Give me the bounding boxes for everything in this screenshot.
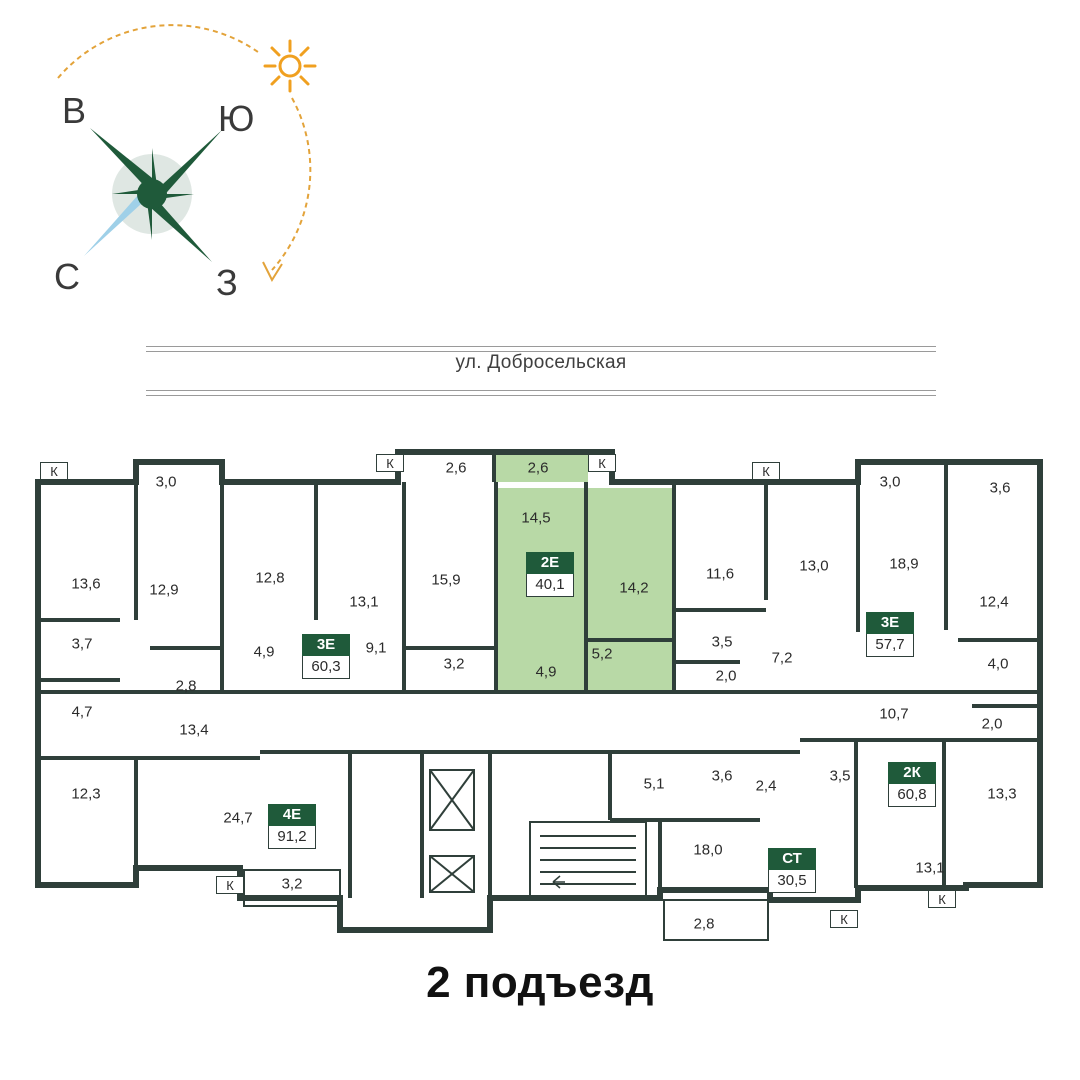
room-area: 13,1: [915, 859, 945, 877]
storage-label-4: К: [752, 462, 780, 480]
street-line-top-1: [146, 346, 936, 347]
room-area: 12,8: [255, 569, 285, 587]
room-area: 13,3: [987, 785, 1017, 803]
room-area: 13,0: [799, 557, 829, 575]
apartment-area: 60,3: [302, 656, 350, 679]
room-area: 3,5: [829, 767, 851, 785]
apartment-type: СТ: [768, 848, 816, 870]
room-area: 11,6: [705, 565, 735, 583]
arc-arrow-icon: [262, 261, 283, 283]
room-area: 4,9: [253, 643, 275, 661]
compass-south-label: Ю: [218, 98, 255, 139]
apartment-badge-selected[interactable]: 2Е 40,1: [526, 552, 574, 597]
floor-plan: К К К К К К К 3,0 13,6 12,9 12,8 13,1 15…: [0, 440, 1080, 960]
compass-rose: В Ю С З: [0, 0, 340, 320]
compass-graphic: [57, 24, 317, 283]
apartment-badge[interactable]: СТ 30,5: [768, 848, 816, 893]
room-area: 2,8: [175, 677, 197, 695]
room-area: 2,0: [715, 667, 737, 685]
room-area: 3,5: [711, 633, 733, 651]
room-area: 7,2: [771, 649, 793, 667]
room-area: 4,9: [535, 663, 557, 681]
room-area: 14,2: [619, 579, 649, 597]
storage-label-1: К: [40, 462, 68, 480]
room-area: 13,6: [71, 575, 101, 593]
elevator-2: [429, 855, 475, 893]
apartment-badge[interactable]: 3Е 57,7: [866, 612, 914, 657]
street-line-bottom-1: [146, 390, 936, 391]
room-area: 13,4: [179, 721, 209, 739]
staircase: [529, 821, 647, 899]
room-area: 2,6: [527, 459, 549, 477]
room-area: 4,0: [987, 655, 1009, 673]
room-area: 4,7: [71, 703, 93, 721]
room-area: 2,4: [755, 777, 777, 795]
apartment-type: 4Е: [268, 804, 316, 826]
apartment-type: 2К: [888, 762, 936, 784]
highlighted-balcony: [496, 452, 588, 482]
street-line-bottom-2: [146, 395, 936, 396]
apartment-type: 3Е: [302, 634, 350, 656]
arc-arrow: [271, 97, 312, 271]
room-area: 10,7: [879, 705, 909, 723]
street-name: ул. Добросельская: [455, 352, 627, 373]
apartment-area: 91,2: [268, 826, 316, 849]
apartment-badge[interactable]: 2К 60,8: [888, 762, 936, 807]
room-area: 18,0: [693, 841, 723, 859]
room-area: 3,6: [711, 767, 733, 785]
room-area: 13,1: [349, 593, 379, 611]
sun-icon: [263, 39, 317, 93]
compass-west-label: З: [216, 262, 238, 303]
room-area: 3,6: [989, 479, 1011, 497]
room-area: 3,7: [71, 635, 93, 653]
apartment-type: 2Е: [526, 552, 574, 574]
storage-label-6: К: [928, 890, 956, 908]
compass-east-label: В: [62, 90, 87, 131]
apartment-badge[interactable]: 4Е 91,2: [268, 804, 316, 849]
room-area: 3,2: [443, 655, 465, 673]
room-area: 5,2: [591, 645, 613, 663]
apartment-type: 3Е: [866, 612, 914, 634]
entrance-title: 2 подъезд: [426, 958, 654, 1007]
room-area: 15,9: [431, 571, 461, 589]
room-area: 12,4: [979, 593, 1009, 611]
room-area: 24,7: [223, 809, 253, 827]
room-area: 12,3: [71, 785, 101, 803]
sun-arc: [57, 24, 259, 79]
room-area: 2,8: [693, 915, 715, 933]
apartment-area: 40,1: [526, 574, 574, 597]
apartment-area: 30,5: [768, 870, 816, 893]
storage-label-7: К: [830, 910, 858, 928]
room-area: 5,1: [643, 775, 665, 793]
floor-plan-walls: [35, 449, 1043, 941]
room-area: 14,5: [521, 509, 551, 527]
compass-north-label: С: [54, 256, 80, 297]
room-area: 3,2: [281, 875, 303, 893]
room-area: 12,9: [149, 581, 179, 599]
apartment-area: 57,7: [866, 634, 914, 657]
room-area: 3,0: [155, 473, 177, 491]
room-area: 2,0: [981, 715, 1003, 733]
apartment-badge[interactable]: 3Е 60,3: [302, 634, 350, 679]
apartment-area: 60,8: [888, 784, 936, 807]
street-line-top-2: [146, 351, 936, 352]
storage-label-5: К: [216, 876, 244, 894]
room-area: 9,1: [365, 639, 387, 657]
room-area: 3,0: [879, 473, 901, 491]
elevator-1: [429, 769, 475, 831]
room-area: 2,6: [445, 459, 467, 477]
storage-label-3: К: [588, 454, 616, 472]
room-area: 18,9: [889, 555, 919, 573]
storage-label-2: К: [376, 454, 404, 472]
